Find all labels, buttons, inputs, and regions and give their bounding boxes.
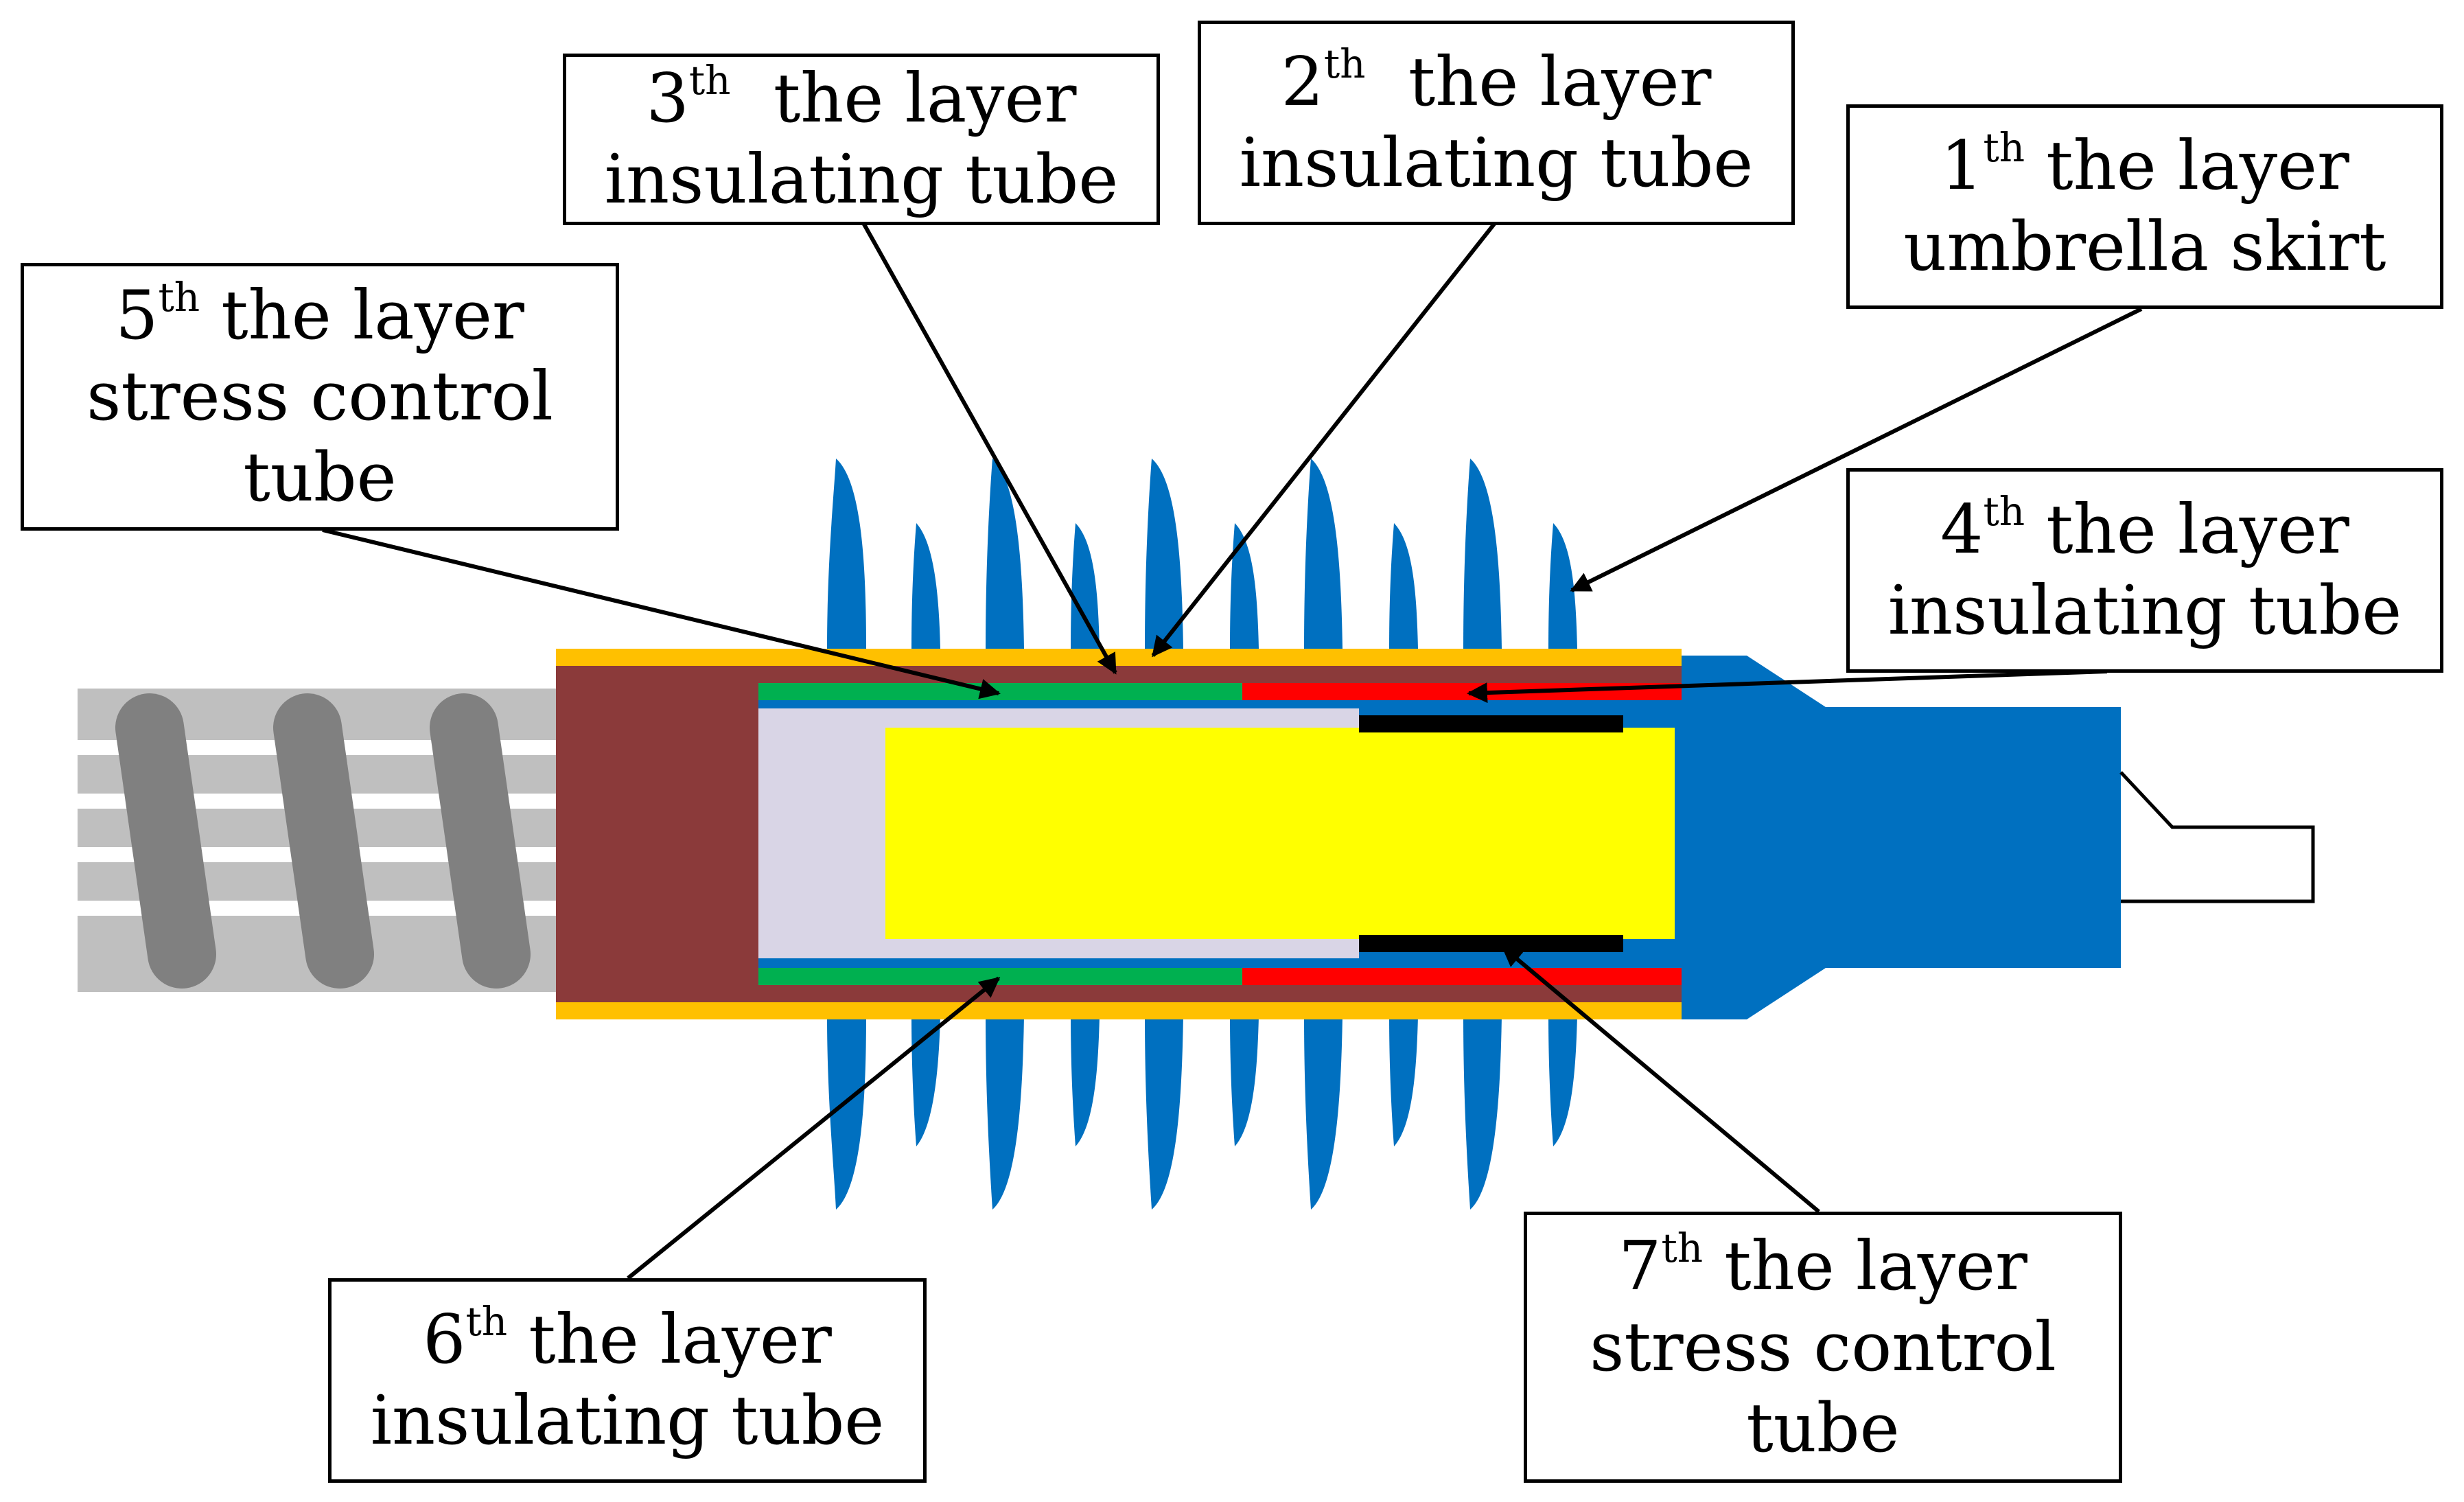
label-line1: the layer [2025, 491, 2349, 569]
label-ordinal: 4 [1940, 491, 1984, 569]
label-ordinal: 6 [423, 1301, 466, 1379]
label-line2: insulating tube [370, 1382, 885, 1460]
label-2nd-layer-insulating-tube: 2th the layer insulating tube [1198, 21, 1795, 225]
leader-5th-layer [322, 528, 1001, 700]
label-1st-layer-umbrella-skirt: 1th the layer umbrella skirt [1846, 104, 2443, 309]
label-line2: insulating tube [1887, 572, 2402, 650]
end-cap [1682, 656, 2315, 1019]
label-suffix: th [1983, 488, 2025, 535]
leader-lines [322, 222, 2143, 1280]
label-3rd-layer-insulating-tube: 3th the layer insulating tube [563, 54, 1160, 225]
label-ordinal: 3 [646, 60, 689, 138]
label-6th-layer-insulating-tube: 6th the layer insulating tube [328, 1278, 927, 1483]
leader-1st-layer [1570, 307, 2143, 592]
label-ordinal: 7 [1618, 1227, 1662, 1306]
label-suffix: th [1983, 124, 2025, 172]
label-line1: the layer [507, 1301, 832, 1379]
label-suffix: th [1323, 41, 1366, 88]
label-ordinal: 1 [1940, 127, 1984, 205]
label-line1: the layer [2025, 127, 2349, 205]
label-5th-layer-stress-control-tube: 5th the layer stress control tube [21, 263, 619, 531]
label-line2: stress control [1590, 1308, 2056, 1387]
label-line1: the layer [1365, 43, 1712, 122]
leader-2nd-layer [1151, 222, 1497, 658]
label-ordinal: 2 [1281, 43, 1324, 122]
label-line2: insulating tube [604, 141, 1119, 219]
leader-6th-layer [627, 976, 1001, 1280]
label-7th-layer-stress-control-tube: 7th the layer stress control tube [1524, 1212, 2122, 1483]
label-suffix: th [688, 57, 731, 104]
leader-3rd-layer [861, 222, 1117, 675]
label-line2: umbrella skirt [1903, 208, 2386, 286]
label-line3: tube [1746, 1389, 1900, 1468]
spiral-armour [115, 693, 531, 989]
label-line1: the layer [730, 60, 1077, 138]
label-suffix: th [465, 1298, 508, 1345]
termination-layers [556, 649, 1682, 1019]
umbrella-skirts-upper [827, 459, 1577, 649]
label-line2: stress control [86, 358, 553, 436]
label-line2: insulating tube [1239, 124, 1754, 203]
label-ordinal: 5 [115, 277, 159, 355]
label-suffix: th [158, 274, 200, 321]
leader-7th-layer [1501, 945, 1820, 1214]
label-line3: tube [243, 439, 397, 517]
label-line1: the layer [1703, 1227, 2027, 1306]
label-suffix: th [1661, 1224, 1704, 1271]
label-4th-layer-insulating-tube: 4th the layer insulating tube [1846, 468, 2443, 673]
leader-4th-layer [1467, 669, 2108, 704]
label-line1: the layer [200, 277, 524, 355]
umbrella-skirts-lower [827, 1016, 1577, 1210]
